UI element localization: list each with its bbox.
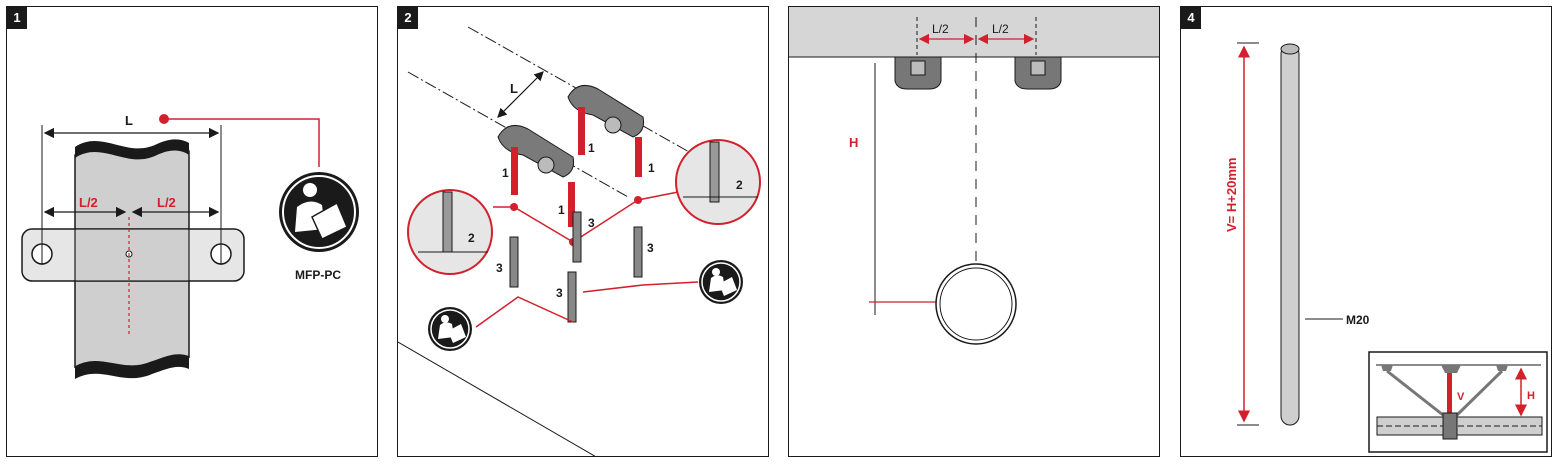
drill-detail-right	[675, 139, 761, 225]
anchor-bolt	[567, 271, 577, 323]
installation-inset	[1368, 351, 1548, 453]
pipe-section	[935, 263, 1017, 345]
step-num-2: 2	[736, 178, 743, 192]
clamp-left	[497, 124, 574, 178]
step-num-3: 3	[588, 216, 595, 230]
inset-label-V: V	[1457, 391, 1465, 403]
step-num-3: 3	[556, 286, 563, 300]
leader-line	[164, 118, 320, 167]
threaded-rod	[1280, 44, 1300, 426]
step-1-panel: 1 L L/2 L/2	[6, 6, 378, 457]
pipe-bottom-cut	[75, 354, 189, 379]
marker-pencil-3	[635, 137, 642, 177]
anchor-bolt	[509, 236, 519, 288]
pipe-clamp-diagram: L L/2 L/2 MFP-PC	[21, 113, 359, 379]
label-half-right: L/2	[157, 195, 176, 210]
step-number-badge: 2	[398, 7, 418, 29]
rod-length-diagram: V= H+20mm M20 V H	[1224, 42, 1548, 453]
marker-pencil-2	[578, 107, 585, 155]
inset-label-H: H	[1527, 390, 1535, 402]
marker-pencil-4	[568, 182, 575, 227]
marker-pencil-1	[511, 147, 518, 195]
label-half-left: L/2	[932, 22, 949, 36]
pipe-top-cut	[75, 139, 189, 160]
step-num-3: 3	[647, 241, 654, 255]
step-num-1: 1	[648, 161, 655, 175]
manual-reader-icon	[279, 172, 359, 252]
step-num-1: 1	[588, 141, 595, 155]
label-half-right: L/2	[992, 22, 1009, 36]
drill-detail-left	[407, 189, 493, 275]
height-measure-diagram: L/2 L/2 H	[789, 7, 1159, 345]
step-num-1: 1	[502, 166, 509, 180]
anchor-install-diagram: L 1 1 1 1 2 2	[398, 26, 761, 456]
anchor-bolt	[572, 211, 582, 263]
clamp-right	[567, 84, 644, 138]
label-half-left: L/2	[79, 195, 98, 210]
product-label: MFP-PC	[295, 268, 341, 282]
step-4-panel: 4 V= H+20mm M20 V H	[1180, 6, 1552, 457]
manual-reader-icon	[699, 260, 743, 304]
step-number-badge: 4	[1181, 7, 1201, 29]
anchor-bolt	[633, 226, 643, 278]
step-num-2: 2	[468, 231, 475, 245]
step-number-badge: 1	[7, 7, 27, 29]
dimension-L	[497, 71, 544, 118]
label-L: L	[510, 81, 518, 96]
ceiling-slab	[789, 7, 1159, 57]
label-L: L	[125, 113, 133, 128]
step-num-1: 1	[558, 203, 565, 217]
label-H: H	[849, 135, 858, 150]
step-num-3: 3	[496, 261, 503, 275]
length-formula: V= H+20mm	[1224, 158, 1239, 232]
manual-reader-icon	[428, 307, 472, 351]
step-2-panel: 2 L 1 1 1 1	[397, 6, 769, 457]
step-3-panel: 3 L/2 L/2 H	[788, 6, 1160, 457]
rod-size-label: M20	[1346, 313, 1370, 327]
